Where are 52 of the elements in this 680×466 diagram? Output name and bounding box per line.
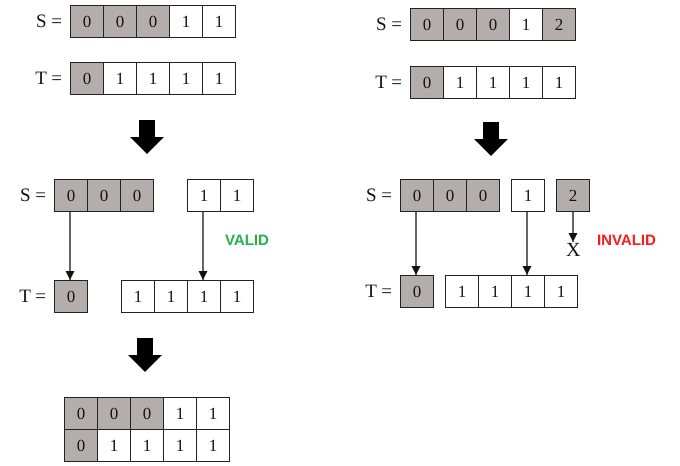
array-box [70,62,236,95]
status-label: VALID [225,233,269,248]
array-box [445,275,578,308]
block-arrow [130,120,164,154]
variable-label: T = [375,73,402,92]
variable-label: S = [376,15,402,34]
arrow [65,212,75,280]
array-box [54,179,154,212]
array-cell: 0 [71,63,103,94]
array-box [64,429,230,462]
array-box [187,179,254,212]
arrow [198,212,208,280]
array-box [410,66,576,99]
array-cell: 0 [103,6,136,37]
array-box [400,179,500,212]
node-text: X [566,240,580,260]
array-box [121,280,254,313]
array-box [410,8,576,41]
array-cell: 0 [433,180,466,211]
array-box [70,5,236,38]
block-arrow [474,122,508,156]
array-cell: 0 [443,9,476,40]
array-cell: 0 [87,180,120,211]
variable-label: T = [19,287,46,306]
arrow [568,212,578,242]
array-cell: 2 [557,180,589,211]
array-cell: 0 [411,67,443,98]
array-cell: 0 [130,398,163,429]
variable-label: T = [365,282,392,301]
arrow [522,212,532,275]
array-cell: 0 [136,6,169,37]
array-cell: 0 [97,398,130,429]
array-cell: 2 [542,9,575,40]
array-cell: 0 [120,180,153,211]
arrow [411,212,421,275]
array-cell: 0 [476,9,509,40]
array-cell: 0 [71,6,103,37]
array-cell: 0 [55,281,87,312]
variable-label: S = [36,12,62,31]
array-cell: 0 [466,180,499,211]
array-cell: 0 [411,9,443,40]
variable-label: S = [366,186,392,205]
variable-label: T = [35,69,62,88]
block-arrow [128,338,162,372]
array-cell: 0 [401,276,433,307]
array-cell: 0 [65,430,97,461]
status-label: INVALID [597,233,656,248]
variable-label: S = [20,186,46,205]
array-box [64,397,230,430]
array-cell: 0 [55,180,87,211]
array-cell: 0 [65,398,97,429]
array-cell: 0 [401,180,433,211]
